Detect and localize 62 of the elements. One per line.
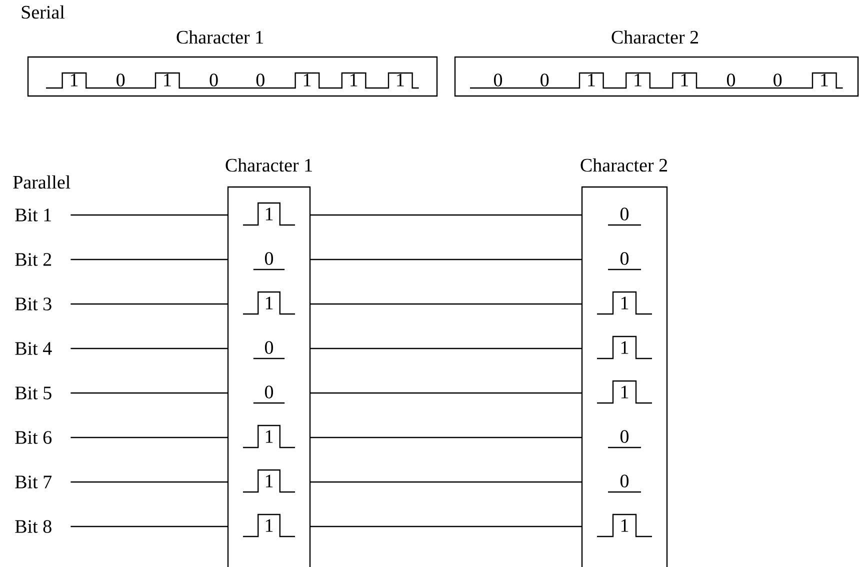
bit-value: 0 <box>620 208 629 220</box>
bit-value: 0 <box>540 74 549 86</box>
bit-label: Bit 6 <box>15 431 52 444</box>
line <box>70 258 228 260</box>
bit-value: 1 <box>164 74 171 86</box>
bit-value: 1 <box>70 74 78 86</box>
line <box>310 214 582 216</box>
bit-value: 1 <box>266 430 273 443</box>
heading: Character 2 <box>580 158 668 172</box>
bit-value: 1 <box>397 74 404 86</box>
bit-label: Bit 1 <box>15 208 51 222</box>
bit-value: 0 <box>620 430 629 443</box>
bit-value: 0 <box>774 74 782 86</box>
section-label: Serial <box>22 5 65 19</box>
bit-label: Bit 4 <box>15 342 52 355</box>
line <box>70 436 228 438</box>
bit-value: 1 <box>621 386 628 398</box>
section-label: Parallel <box>13 175 70 189</box>
line <box>70 348 228 350</box>
line <box>70 526 228 528</box>
bit-value: 1 <box>821 74 828 86</box>
bit-value: 1 <box>304 74 311 86</box>
bit-value: 0 <box>264 386 274 398</box>
bit-value: 0 <box>620 252 629 265</box>
bit-value: 1 <box>266 519 273 532</box>
bit-value: 0 <box>116 74 125 86</box>
line <box>70 214 228 216</box>
line <box>310 436 582 438</box>
bit-label: Bit 8 <box>15 520 52 533</box>
bit-value: 1 <box>588 74 595 86</box>
bit-value: 1 <box>266 208 273 220</box>
line <box>310 392 582 394</box>
line <box>310 258 582 260</box>
line <box>310 348 582 350</box>
line <box>70 392 228 394</box>
line <box>70 303 228 305</box>
bit-label: Bit 2 <box>15 253 52 266</box>
bit-value: 0 <box>494 74 502 86</box>
heading: Character 1 <box>176 30 263 44</box>
bit-value: 1 <box>634 74 642 86</box>
bit-value: 0 <box>256 74 264 86</box>
bit-value: 1 <box>621 296 628 310</box>
line <box>310 481 582 483</box>
line <box>70 481 228 483</box>
bit-value: 0 <box>726 74 736 86</box>
bit-value: 0 <box>210 74 218 86</box>
bit-value: 1 <box>266 474 273 488</box>
bit-value: 1 <box>621 519 628 532</box>
line <box>310 303 582 305</box>
bit-label: Bit 7 <box>15 476 52 488</box>
bit-label: Bit 3 <box>15 298 52 310</box>
bit-value: 1 <box>681 74 688 86</box>
heading: Character 2 <box>612 30 698 44</box>
bit-value: 1 <box>350 74 358 86</box>
bit-label: Bit 5 <box>15 386 52 400</box>
bit-value: 1 <box>621 341 628 354</box>
heading: Character 1 <box>226 158 312 172</box>
line <box>310 526 582 528</box>
bit-value: 0 <box>264 341 274 354</box>
bit-value: 0 <box>264 252 274 265</box>
bit-value: 1 <box>266 296 273 310</box>
bit-value: 0 <box>620 474 629 488</box>
